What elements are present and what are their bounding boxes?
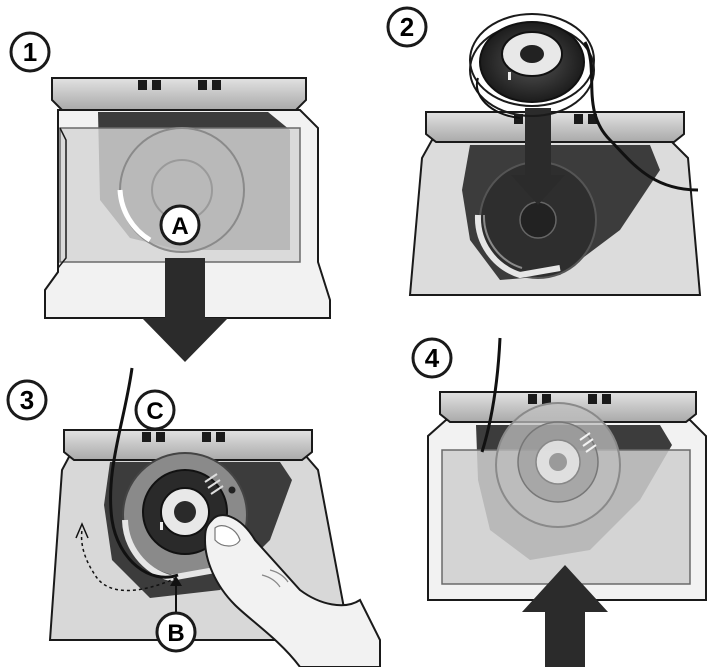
up-arrow-icon: [522, 565, 608, 667]
panel-step-1: [44, 77, 331, 319]
callout-c: C: [134, 389, 176, 431]
needle-plate-top-bar: [425, 111, 685, 143]
thread-guide-arrowhead-icon: [75, 522, 89, 539]
svg-text:3: 3: [20, 385, 34, 415]
bobbin-spool-outer: [469, 13, 595, 107]
feed-dog-slot: [588, 394, 597, 404]
feed-dog-slot: [212, 80, 221, 90]
svg-text:2: 2: [400, 12, 414, 42]
feed-dog-slot: [574, 114, 583, 124]
step-badge-1: 1: [9, 31, 51, 73]
svg-text:1: 1: [23, 37, 37, 67]
bobbin-thread: [480, 337, 502, 453]
callout-b-label: B: [167, 620, 184, 647]
callout-b: B: [155, 611, 197, 653]
bobbin-case-rim: [474, 214, 561, 279]
callout-a-label: A: [171, 213, 188, 240]
bobbin-case-hub: [519, 201, 557, 239]
bobbin-thread-loop: [475, 77, 521, 119]
finger-nail: [214, 525, 241, 547]
tension-marks: [579, 432, 597, 453]
needle-plate-top-bar: [51, 77, 307, 111]
finger-pressing: [203, 514, 381, 667]
down-arrow-icon: [142, 258, 228, 362]
tension-marks: [204, 473, 224, 495]
step-badge-3: 3: [6, 379, 48, 421]
feed-dog-slot: [588, 114, 597, 124]
bobbin-thread-marker: [508, 72, 511, 80]
plate-edge-detail: [57, 127, 67, 269]
feed-dog-slot: [142, 432, 151, 442]
feed-dog-slot: [514, 114, 523, 124]
feed-dog-slot: [602, 394, 611, 404]
bobbin-spool-hole: [520, 45, 544, 63]
needle-plate-top-bar: [63, 429, 313, 461]
panel-step-4: [427, 337, 707, 667]
bobbin-thread-marker: [160, 522, 163, 530]
feed-dog-slot: [528, 394, 537, 404]
callout-a: A: [159, 204, 201, 246]
panel-step-3: [48, 367, 381, 667]
panel-step-2: [408, 13, 702, 296]
finger-knuckle: [261, 569, 289, 588]
step-badge-4: 4: [411, 337, 453, 379]
step-badge-2: 2: [386, 6, 428, 48]
feed-dog-slot: [216, 432, 225, 442]
feed-dog-slot: [152, 80, 161, 90]
feed-dog-slot: [156, 432, 165, 442]
pointer-arrowhead-icon: [170, 576, 182, 586]
bobbin-thread: [583, 41, 699, 192]
feed-dog-slot: [202, 432, 211, 442]
thread-guide-path: [80, 529, 177, 592]
bobbin-case-rim-shadow: [482, 214, 523, 269]
callout-c-label: C: [146, 398, 163, 425]
bobbin-thread: [109, 367, 179, 579]
feed-dog-slot: [198, 80, 207, 90]
feed-dog-slot: [542, 394, 551, 404]
bobbin-hole: [174, 501, 196, 523]
bobbin-hole: [549, 453, 567, 471]
insert-arrow-icon: [511, 108, 565, 205]
svg-text:4: 4: [425, 343, 440, 373]
bobbin-case-rim: [117, 189, 152, 243]
feed-dog-slot: [138, 80, 147, 90]
case-screw: [227, 485, 237, 495]
